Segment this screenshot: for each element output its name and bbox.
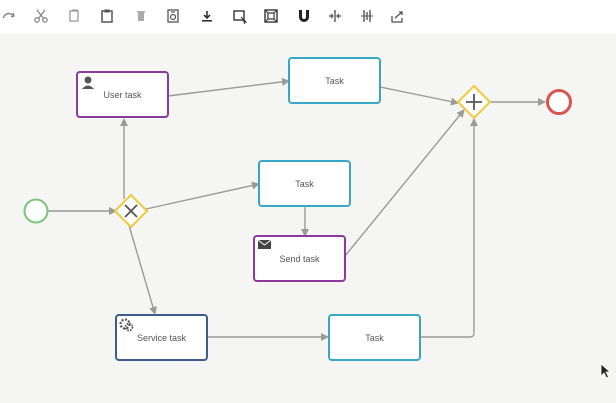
flow-sendtask-to-join — [344, 109, 465, 257]
start-event — [23, 198, 49, 224]
parallel-gateway — [456, 84, 492, 120]
task-bottom-label[interactable]: Task — [365, 332, 384, 343]
flow-gateway-to-task-middle — [145, 181, 260, 210]
send-task-box — [253, 235, 346, 282]
delete-icon[interactable] — [128, 3, 154, 29]
service-task-label[interactable]: Service task — [136, 332, 187, 343]
diagram-canvas[interactable]: User task Task Task Send task Service ta… — [0, 34, 616, 403]
user-icon — [82, 76, 94, 89]
paste-icon[interactable] — [94, 3, 120, 29]
export-icon[interactable] — [160, 3, 186, 29]
task-top-box — [288, 57, 381, 104]
task-bottom-box — [328, 314, 421, 361]
envelope-icon — [257, 239, 272, 249]
align-horizontal-icon[interactable] — [322, 3, 348, 29]
gear-icon — [119, 318, 134, 332]
exclusive-gateway — [113, 193, 149, 229]
cut-icon[interactable] — [28, 3, 54, 29]
user-task-label[interactable]: User task — [103, 89, 142, 100]
task-top-label[interactable]: Task — [325, 75, 344, 86]
magnet-icon[interactable] — [291, 3, 317, 29]
align-vertical-icon[interactable] — [354, 3, 380, 29]
flow-gateway-to-servicetask — [127, 221, 157, 315]
flow-task-bottom-to-join — [420, 118, 478, 338]
select-icon[interactable] — [227, 3, 253, 29]
fit-icon[interactable] — [258, 3, 284, 29]
task-middle-box — [258, 160, 351, 207]
share-icon[interactable] — [384, 3, 410, 29]
task-middle-label[interactable]: Task — [295, 178, 314, 189]
user-task-box — [76, 71, 169, 118]
flow-task-top-to-join — [379, 86, 459, 106]
send-task-label[interactable]: Send task — [279, 253, 320, 264]
bpmn-diagram — [23, 57, 572, 361]
redo-icon[interactable] — [0, 3, 22, 29]
mouse-cursor-icon — [600, 363, 612, 379]
toolbar — [0, 0, 616, 34]
flow-usertask-to-task-top — [167, 77, 290, 97]
end-event — [546, 89, 572, 115]
download-icon[interactable] — [194, 3, 220, 29]
copy-icon[interactable] — [61, 3, 87, 29]
service-task-box — [115, 314, 208, 361]
